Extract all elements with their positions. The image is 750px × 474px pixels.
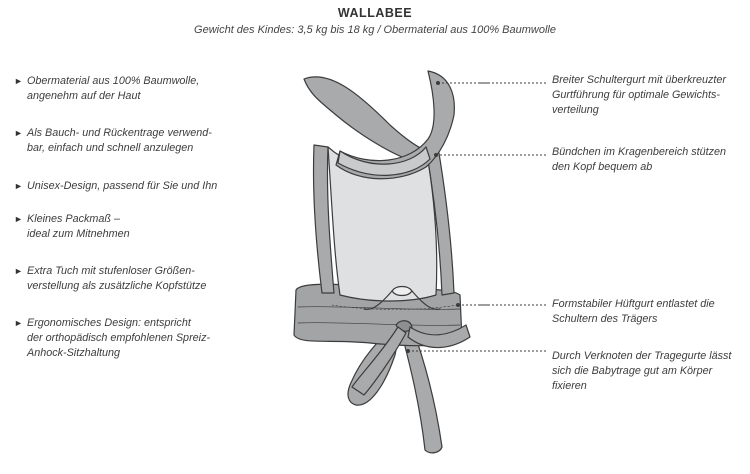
tie-strap-front-left [351,326,407,396]
feature-text: Extra Tuch mit stufenloser Größen- verst… [27,265,207,292]
side-strap-left [312,144,335,294]
callout-hip-belt: Formstabiler Hüftgurt entlastet die Schu… [552,298,715,325]
bullet-arrow-icon: ► [14,214,23,224]
callout-tie-knot: Durch Verknoten der Tragegurte lässt sic… [552,350,732,392]
callout-shoulder-strap: Breiter Schultergurt mit überkreuzter Gu… [552,74,727,116]
leader-dot [456,303,460,307]
page-title: WALLABEE [337,6,413,20]
leader-dot [434,153,438,157]
feature-text: Ergonomisches Design: entspricht der ort… [27,317,211,359]
page-subtitle: Gewicht des Kindes: 3,5 kg bis 18 kg / O… [194,24,556,36]
feature-item: ► Kleines Packmaß – ideal zum Mitnehmen [14,212,254,242]
bullet-arrow-icon: ► [14,266,23,276]
callout-collar-cuff: Bündchen im Kragenbereich stützen den Ko… [552,146,727,173]
bullet-arrow-icon: ► [14,128,23,138]
feature-item: ► Ergonomisches Design: entspricht der o… [14,316,254,361]
feature-item: ► Als Bauch- und Rückentrage verwend- ba… [14,126,254,156]
feature-item: ► Unisex-Design, passend für Sie und Ihn [14,179,254,194]
tie-strap-long [399,326,443,454]
waist-knot [391,285,413,297]
feature-text: Kleines Packmaß – ideal zum Mitnehmen [27,213,130,240]
leader-dot [406,349,410,353]
feature-text: Obermaterial aus 100% Baumwolle, angeneh… [27,75,200,102]
bullet-arrow-icon: ► [14,181,23,191]
feature-item: ► Extra Tuch mit stufenloser Größen- ver… [14,264,254,294]
leader-dot [436,81,440,85]
bullet-arrow-icon: ► [14,76,23,86]
feature-item: ► Obermaterial aus 100% Baumwolle, angen… [14,74,254,104]
leader-extensions [480,82,546,352]
collar-cuff [337,146,431,176]
bullet-arrow-icon: ► [14,318,23,328]
feature-text: Als Bauch- und Rückentrage verwend- bar,… [27,127,212,154]
baby-carrier-illustration [293,70,490,454]
feature-text: Unisex-Design, passend für Sie und Ihn [27,180,218,192]
tie-strap-front-right [407,324,471,349]
